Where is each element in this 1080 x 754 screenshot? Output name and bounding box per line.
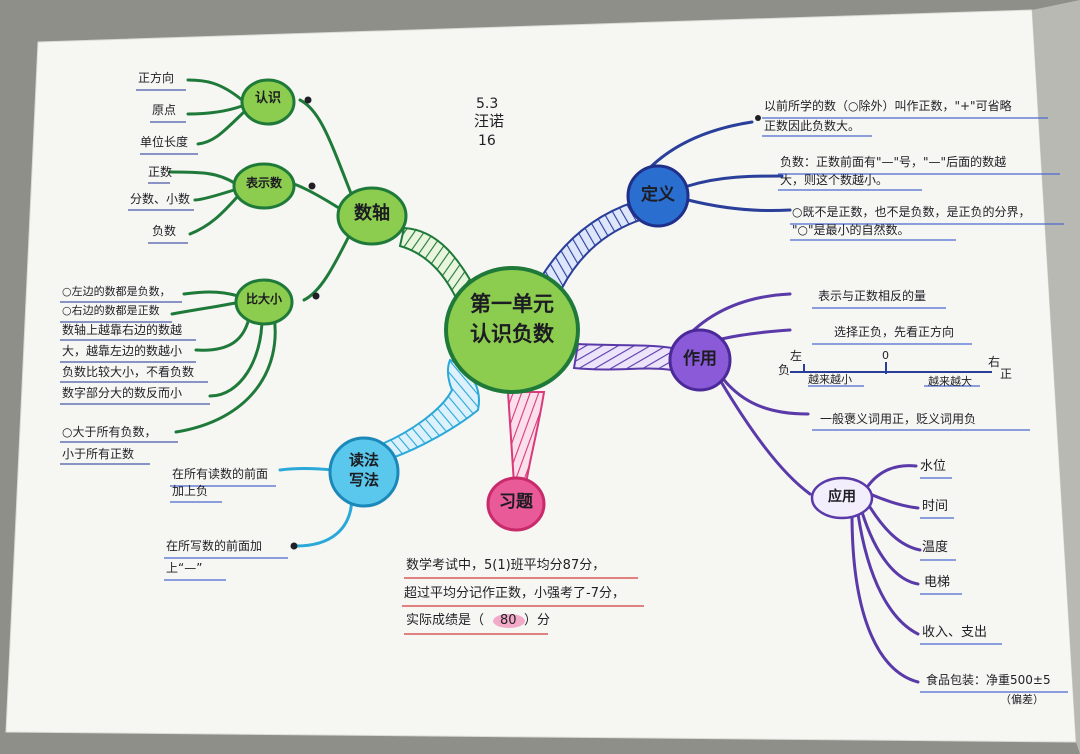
trunk-zuoyong: [572, 342, 673, 372]
dot-bidaxiao: [312, 292, 320, 300]
header-number: 16: [478, 133, 496, 149]
dingyi-item-4: 大，则这个数越小。: [780, 173, 889, 187]
xiti-answer-highlight: [493, 614, 525, 628]
yingyong-item-1: 水位: [920, 459, 947, 474]
dot-biaoshishu: [308, 182, 316, 190]
biaoshishu-label: 表示数: [245, 176, 282, 190]
zuoyong-item-3: 一般褒义词用正，贬义词用负: [820, 412, 977, 426]
trunk-xiti: [506, 391, 546, 485]
dingyi-item-2: 正数因此负数大。: [764, 119, 861, 133]
zuoyong-connectors: [680, 292, 812, 496]
xiti-line-3-end: ）分: [524, 613, 551, 628]
bidaxiao-item-2: ○右边的数都是正数: [62, 304, 160, 317]
left-underlines: [60, 89, 210, 465]
bidaxiao-item-1: ○左边的数都是负数，: [62, 285, 171, 298]
node-renshi: [240, 78, 296, 126]
duxie-label-2: 写法: [348, 471, 379, 489]
center-title-line2: 认识负数: [470, 321, 554, 346]
dot-dingyi-1: [755, 115, 761, 121]
yingyong-connectors: [850, 464, 922, 684]
node-duxie: [328, 436, 400, 508]
biaoshishu-item-2: 分数、小数: [130, 192, 191, 206]
shuzhou-label: 数轴: [354, 203, 390, 224]
zuoyong-item-1: 表示与正数相反的量: [818, 289, 927, 303]
dingyi-item-5: ○既不是正数，也不是负数，是正负的分界，: [792, 205, 1031, 219]
xiti-underlines: [402, 577, 644, 635]
header-name: 汪诺: [474, 112, 505, 130]
number-line: [790, 362, 992, 387]
zuoyong-item-2: 选择正负，先看正方向: [834, 325, 955, 339]
bidaxiao-item-5: 负数比较大小，不看负数: [62, 365, 195, 379]
dingyi-underlines: [762, 117, 1064, 241]
node-xiti: [486, 476, 546, 532]
node-yingyong: [810, 476, 874, 520]
yingyong-item-5: 收入、支出: [922, 625, 988, 640]
node-zuoyong: [668, 328, 732, 392]
dingyi-item-6: "○"是最小的自然数。: [792, 223, 910, 237]
duxie-label-1: 读法: [348, 451, 379, 469]
node-dingyi: [626, 164, 690, 228]
node-shuzhou: [336, 186, 408, 246]
xiti-line-1: 数学考试中，5(1)班平均分87分，: [406, 558, 606, 573]
axis-left-note: 越来越小: [808, 373, 852, 386]
duxie-item-3: 在所写数的前面加: [166, 539, 263, 553]
bidaxiao-item-6: 数字部分大的数反而小: [62, 386, 183, 400]
yingyong-item-6: 食品包装：净重500±5: [926, 673, 1051, 687]
dingyi-item-1: 以前所学的数（○除外）叫作正数，"+"可省略: [764, 99, 1012, 113]
yingyong-item-7: （偏差）: [1000, 693, 1044, 706]
bidaxiao-item-4: 大，越靠左边的数越小: [62, 344, 183, 358]
dingyi-label: 定义: [641, 185, 675, 205]
center-title-line1: 第一单元: [470, 291, 554, 316]
dot-renshi: [304, 96, 312, 104]
node-bidaxiao: [234, 278, 294, 326]
axis-right-note: 越来越大: [928, 375, 972, 388]
duxie-item-2: 加上负: [172, 484, 209, 498]
axis-right-word: 右: [988, 355, 1001, 369]
axis-zero: 0: [882, 349, 889, 362]
dot-duxie-write: [290, 542, 298, 550]
xiti-label: 习题: [499, 492, 533, 512]
bidaxiao-item-3: 数轴上越靠右边的数越: [62, 323, 183, 337]
trunk-dingyi: [540, 200, 642, 290]
biaoshishu-item-1: 正数: [148, 165, 173, 179]
axis-left-sign: 负: [778, 363, 791, 377]
duxie-item-4: 上“—”: [166, 561, 203, 575]
renshi-item-1: 正方向: [138, 71, 175, 85]
renshi-item-2: 原点: [152, 103, 177, 117]
center-node: [444, 266, 580, 394]
axis-left-word: 左: [790, 349, 803, 363]
bidaxiao-item-8: 小于所有正数: [62, 447, 135, 461]
yingyong-item-2: 时间: [922, 499, 949, 514]
zuoyong-label: 作用: [683, 349, 717, 369]
renshi-label: 认识: [254, 91, 281, 106]
bidaxiao-label: 比大小: [245, 292, 282, 306]
yingyong-item-4: 电梯: [924, 575, 951, 590]
renshi-item-3: 单位长度: [140, 135, 189, 149]
duxie-underlines: [164, 485, 288, 581]
zuoyong-underlines: [812, 307, 1030, 431]
xiti-line-2: 超过平均分记作正数，小强考了-7分，: [404, 586, 625, 601]
xiti-answer: 80: [500, 613, 517, 628]
xiti-line-3: 实际成绩是（: [406, 613, 485, 628]
duxie-connectors: [278, 467, 354, 548]
bidaxiao-item-7: ○大于所有负数，: [62, 425, 157, 439]
node-biaoshishu: [232, 162, 296, 210]
biaoshishu-item-3: 负数: [152, 224, 177, 238]
yingyong-item-3: 温度: [922, 540, 949, 555]
duxie-item-1: 在所有读数的前面: [172, 467, 269, 481]
axis-right-sign: 正: [1000, 367, 1013, 381]
dingyi-item-3: 负数：正数前面有"—"号，"—"后面的数越: [780, 155, 1007, 169]
shuzhou-connectors: [168, 78, 354, 434]
header-date: 5.3: [476, 96, 499, 112]
yingyong-underlines: [920, 477, 1068, 693]
yingyong-label: 应用: [828, 489, 856, 505]
